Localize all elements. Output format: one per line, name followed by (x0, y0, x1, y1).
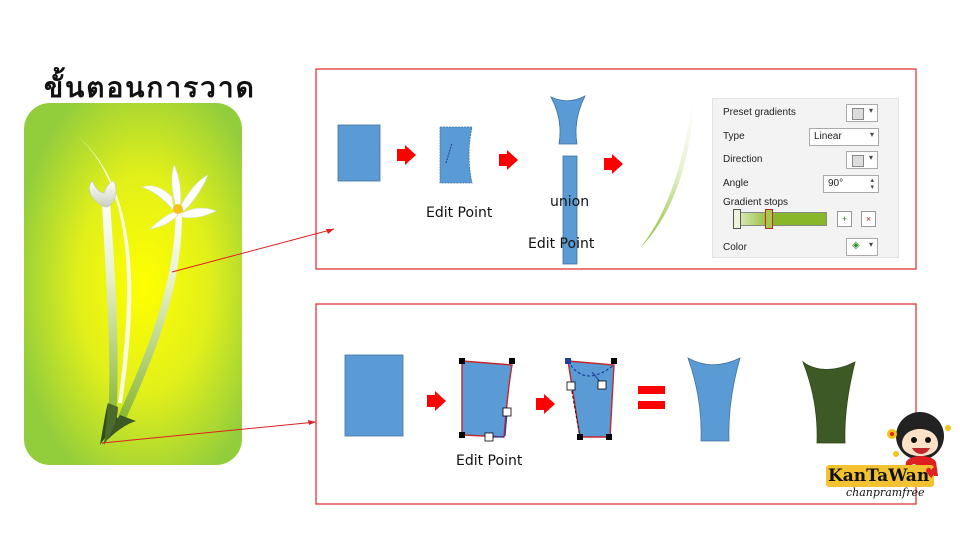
color-dropdown[interactable]: ◈▾ (846, 238, 878, 256)
edit-point-label: Edit Point (426, 205, 493, 221)
page-title: ขั้นตอนการวาด (44, 71, 256, 104)
base-leaf (104, 403, 118, 445)
step-frame-top (315, 68, 917, 270)
logo-tagline: chanpramfree (846, 486, 925, 499)
pointer-arrowhead (326, 229, 334, 234)
direction-dropdown[interactable]: ▾ (846, 151, 878, 169)
add-stop-icon[interactable]: + (837, 211, 852, 227)
stem-bar-shape (562, 155, 578, 265)
angle-input[interactable]: 90° ▴▾ (823, 175, 879, 193)
chevron-down-icon: ▾ (868, 240, 873, 249)
pointer-arrowhead (308, 420, 316, 425)
chevron-down-icon: ▾ (868, 106, 873, 115)
gradient-stop-handle[interactable] (765, 209, 773, 229)
heart-icon: ♥ (925, 466, 938, 482)
gradient-swatch-icon (852, 108, 864, 120)
rectangle-shape (337, 124, 381, 182)
gradient-stops-bar[interactable] (735, 212, 827, 226)
pointer-line-bottom (101, 421, 317, 444)
arrow-right-icon (604, 154, 623, 174)
edit-point-label: Edit Point (528, 236, 595, 252)
leaf-shape-blue (687, 357, 741, 442)
edit-point-shape (459, 358, 515, 442)
type-label: Type (723, 131, 745, 142)
angle-label: Angle (723, 178, 749, 189)
stem-right (116, 211, 182, 423)
edit-handle-line (445, 142, 453, 164)
gradient-stops-label: Gradient stops (723, 197, 789, 208)
type-dropdown[interactable]: Linear ▾ (809, 128, 879, 146)
stem-left (102, 203, 118, 421)
chevron-down-icon: ▾ (869, 130, 874, 139)
angle-value: 90° (828, 178, 844, 189)
gradient-leaf-result (640, 104, 694, 248)
step-frame-bottom (315, 303, 917, 505)
edit-point-shape-modified (565, 358, 617, 440)
direction-label: Direction (723, 154, 763, 165)
cup-shape (550, 95, 586, 145)
gradient-format-panel: Preset gradients ▾ Type Linear ▾ Directio… (712, 98, 899, 258)
arrow-right-icon (499, 150, 518, 170)
flower-background (24, 103, 242, 465)
thin-leaf (74, 133, 132, 403)
flower-bud (89, 180, 117, 208)
arrow-right-icon (536, 394, 555, 414)
gradient-swatch-icon (852, 155, 864, 167)
edit-point-label: Edit Point (456, 453, 523, 469)
spinner-icon[interactable]: ▴▾ (870, 177, 874, 191)
logo-name: KanTaWan (828, 466, 930, 486)
edited-shape (439, 126, 473, 184)
pointer-line-top (171, 228, 335, 273)
paint-bucket-icon: ◈ (852, 240, 860, 251)
equals-sign (638, 386, 665, 409)
base-leaf (102, 415, 136, 445)
leaf-shape-green (802, 360, 856, 444)
remove-stop-icon[interactable]: × (861, 211, 876, 227)
arrow-right-icon (427, 391, 446, 411)
preset-gradients-label: Preset gradients (723, 107, 796, 118)
preset-gradients-dropdown[interactable]: ▾ (846, 104, 878, 122)
arrow-right-icon (397, 145, 416, 165)
open-flower (141, 164, 217, 230)
flower-illustration (24, 103, 242, 465)
cartoon-mascot (887, 412, 951, 476)
rectangle-shape (344, 354, 404, 437)
color-label: Color (723, 242, 747, 253)
chevron-down-icon: ▾ (868, 153, 873, 162)
union-label: union (550, 194, 590, 210)
logo-background (826, 465, 934, 487)
type-value: Linear (814, 131, 842, 142)
gradient-stop-handle[interactable] (733, 209, 741, 229)
